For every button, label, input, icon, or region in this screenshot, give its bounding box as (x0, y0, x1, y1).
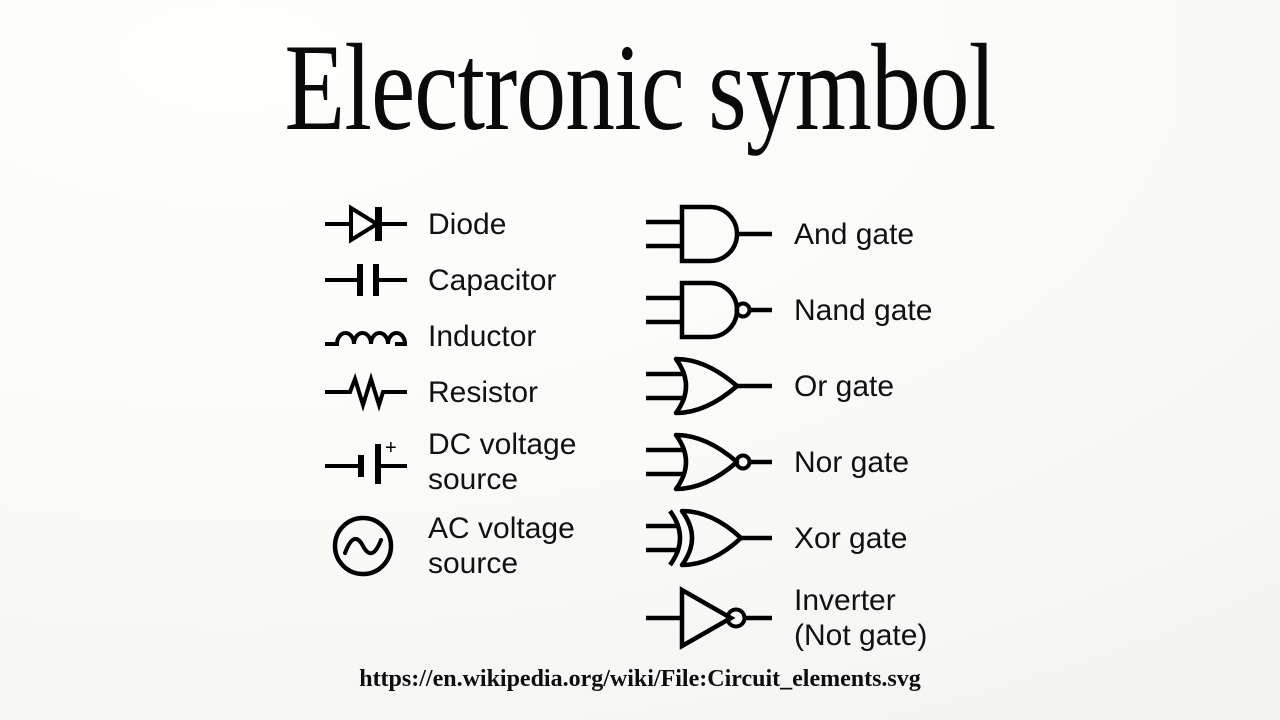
list-item-label: Diode (428, 207, 507, 241)
xor-gate-symbol (640, 502, 780, 574)
list-item-label: Xor gate (794, 521, 908, 555)
nand-gate-symbol (640, 274, 780, 346)
source-url-caption: https://en.wikipedia.org/wiki/File:Circu… (359, 666, 921, 692)
passive-components-column: Diode Capacitor (318, 196, 618, 588)
or-gate-symbol (640, 350, 780, 422)
list-item-label: Capacitor (428, 263, 557, 297)
list-item-label: Or gate (794, 369, 895, 403)
list-item: Capacitor (318, 252, 618, 308)
list-item: + DC voltage source (318, 420, 618, 504)
list-item-label: DC voltage source (428, 428, 577, 496)
list-item: AC voltage source (318, 504, 618, 588)
list-item-label: Resistor (428, 375, 539, 409)
inductor-symbol (318, 308, 414, 364)
list-item: Xor gate (640, 500, 1020, 576)
and-gate-symbol (640, 198, 780, 270)
xor-extra-arc (668, 509, 683, 567)
list-item: Inverter (Not gate) (640, 576, 1020, 660)
diode-symbol (318, 196, 414, 252)
page-title: Electronic symbol (284, 19, 997, 156)
list-item-label: And gate (794, 217, 915, 251)
symbol-legend: Diode Capacitor (0, 196, 1280, 656)
list-item: Resistor (318, 364, 618, 420)
list-item-label: Nor gate (794, 445, 910, 479)
inverter-not-gate-symbol (640, 582, 780, 654)
ac-voltage-source-symbol (318, 515, 414, 577)
nor-gate-symbol (640, 426, 780, 498)
list-item: Nor gate (640, 424, 1020, 500)
list-item-label: Inverter (Not gate) (794, 584, 928, 652)
list-item-label: Inductor (428, 319, 537, 353)
dc-polarity-marking: + (385, 437, 397, 459)
inverting-bubble-icon (734, 453, 752, 471)
inverting-bubble-icon (734, 301, 752, 319)
list-item: Or gate (640, 348, 1020, 424)
resistor-symbol (318, 364, 414, 420)
list-item: And gate (640, 196, 1020, 272)
list-item-label: Nand gate (794, 293, 933, 327)
list-item-label: AC voltage source (428, 512, 575, 580)
dc-voltage-source-symbol: + (318, 434, 414, 490)
list-item: Inductor (318, 308, 618, 364)
list-item: Diode (318, 196, 618, 252)
list-item: Nand gate (640, 272, 1020, 348)
capacitor-symbol (318, 252, 414, 308)
logic-gates-column: And gate Nand gate (640, 196, 1020, 660)
